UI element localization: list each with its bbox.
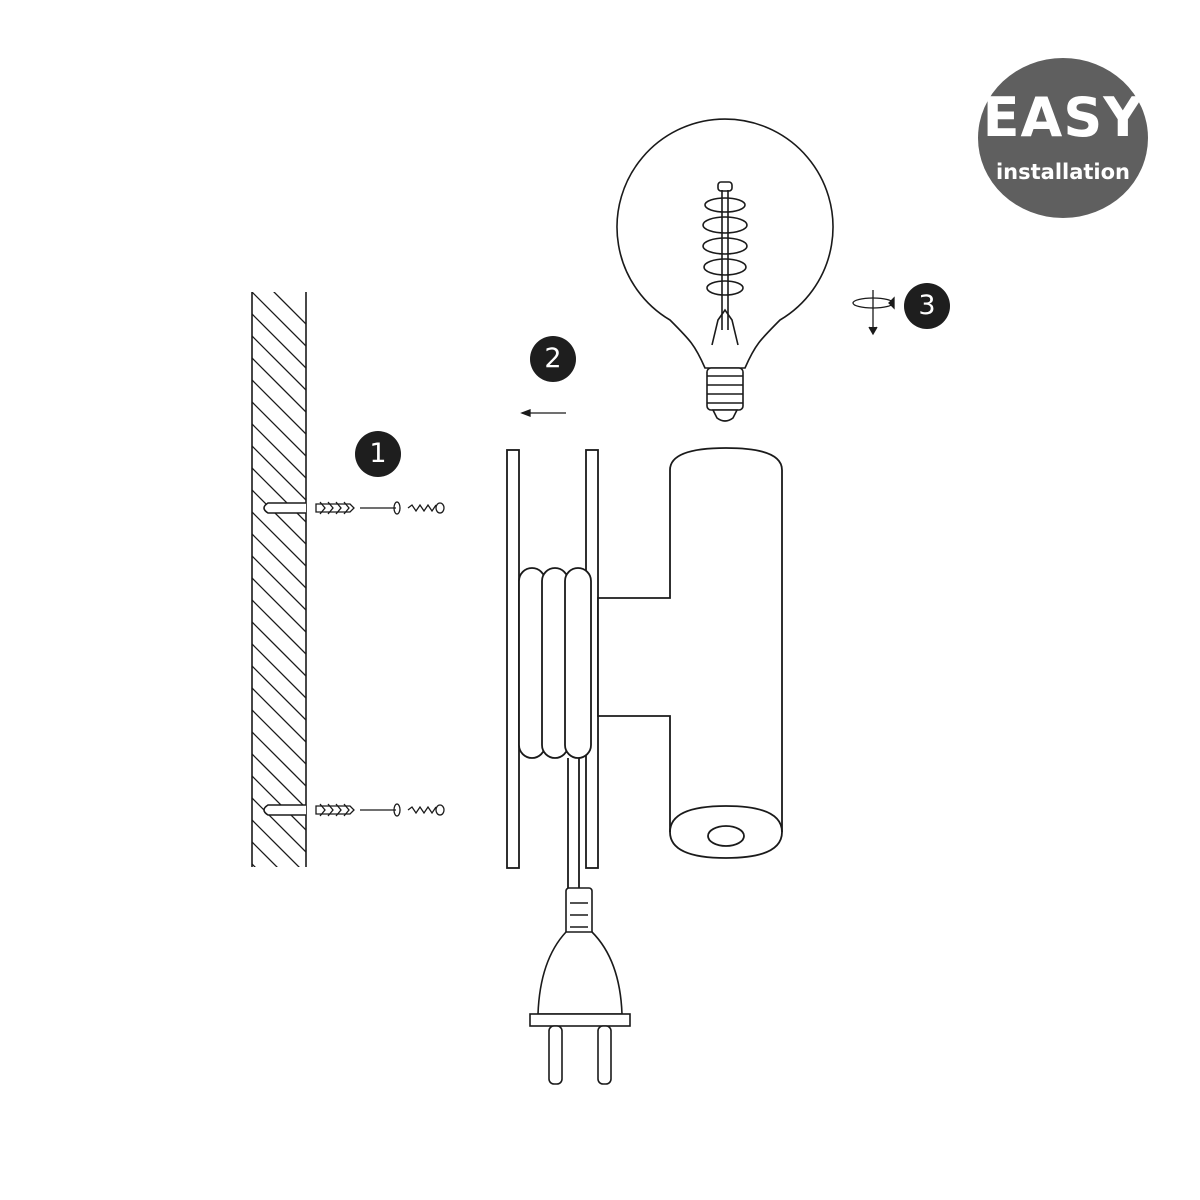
wall-hatch [252, 292, 306, 867]
badge-title: EASY [982, 86, 1144, 149]
cylinder-lamp [597, 447, 783, 859]
step-2-marker: 2 [530, 336, 576, 382]
rotate-arrow-icon [852, 290, 895, 336]
washer-icon [360, 501, 401, 515]
step-3-marker: 3 [904, 283, 950, 329]
lamp-opening [707, 825, 745, 847]
screw-icon [407, 804, 445, 816]
step-1-marker: 1 [355, 431, 401, 477]
wall-plug-icon [315, 501, 355, 515]
easy-installation-badge: EASY installation [978, 58, 1148, 218]
wall [251, 292, 307, 867]
coiled-cable [518, 567, 592, 759]
drill-hole-bottom [263, 804, 306, 816]
drill-hole-top [263, 502, 306, 514]
screw-icon [407, 502, 445, 514]
mounting-plate [506, 449, 599, 890]
washer-icon [360, 803, 401, 817]
arrow-left-icon [520, 409, 566, 417]
wall-plug-icon [315, 803, 355, 817]
badge-subtitle: installation [995, 160, 1131, 184]
mounting-hardware [315, 501, 445, 817]
filament-spiral [702, 181, 748, 346]
euro-plug [529, 887, 631, 1085]
led-bulb [616, 118, 834, 422]
